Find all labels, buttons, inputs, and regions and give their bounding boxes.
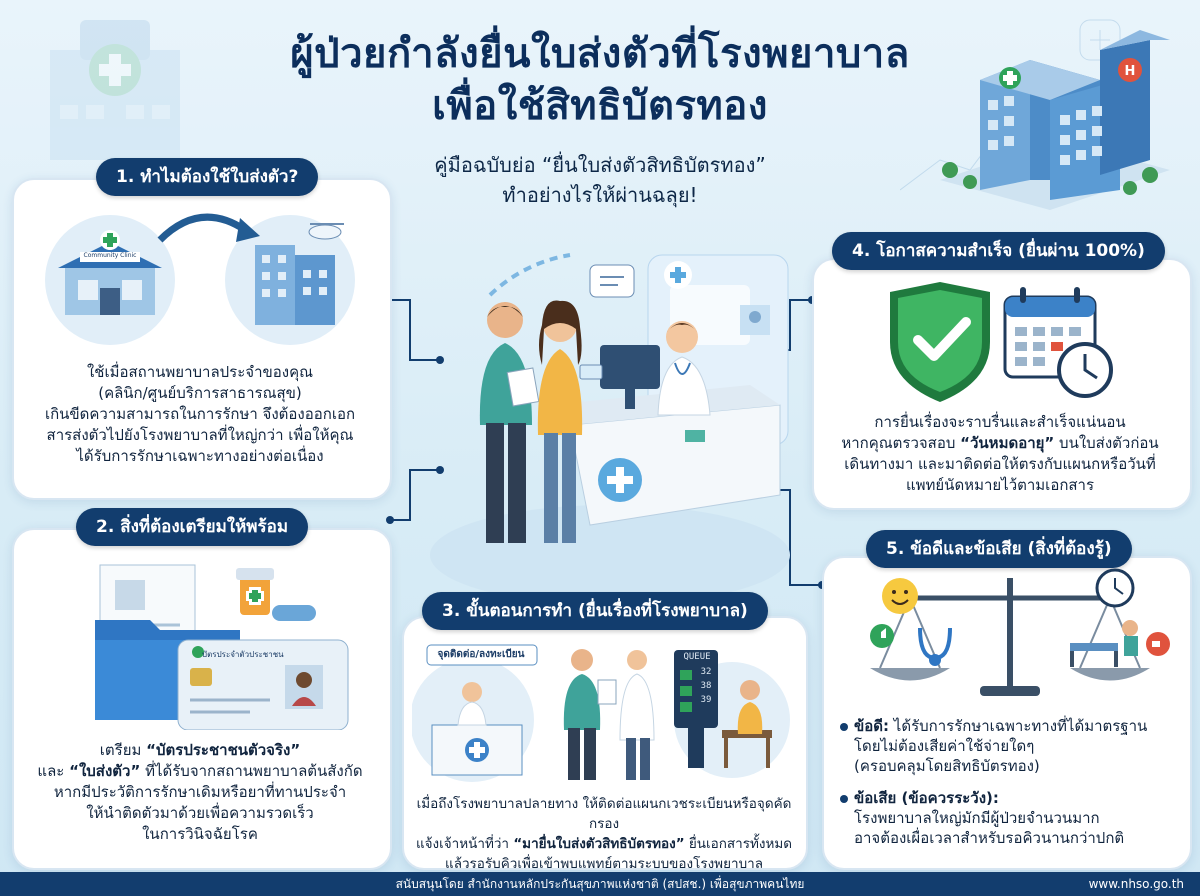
counter-sign: จุดติดต่อ/ลงทะเบียน [437,649,525,660]
section-4-body: การยื่นเรื่องจะราบรื่นและสำเร็จแน่นอน หา… [822,412,1178,496]
section-1-line-2: (คลินิก/ศูนย์บริการสาธารณสุข) [98,384,302,402]
section-4-card [812,258,1192,510]
section-4-line-2: หากคุณตรวจสอบ “วันหมดอายุ” บนใบส่งตัวก่อ… [822,433,1178,454]
queue-number-3: 39 [700,695,712,705]
subtitle-line-2: ทำอย่างไรให้ผ่านฉลุย! [502,183,698,207]
queue-number-2: 38 [700,681,712,691]
section-2-line-2-post: ที่ได้รับจากสถานพยาบาลต้นสังกัด [140,762,363,780]
section-2-line-2: และ “ใบส่งตัว” ที่ได้รับจากสถานพยาบาลต้น… [22,761,378,782]
section-3-body: เมื่อถึงโรงพยาบาลปลายทาง ให้ติดต่อแผนกเว… [412,794,796,874]
expiry-date-emphasis: “วันหมดอายุ” [960,434,1055,452]
pro-line-2: โดยไม่ต้องเสียค่าใช้จ่ายใดๆ [854,737,1035,755]
section-2-line-5: ในการวินิจฉัยโรค [142,825,258,843]
section-2-line-4: ให้นำติดตัวมาด้วยเพื่อความรวดเร็ว [86,804,314,822]
pro-bullet [840,723,848,731]
footer-bar: สนับสนุนโดย สำนักงานหลักประกันสุขภาพแห่ง… [0,872,1200,896]
section-1-line-4: สารส่งตัวไปยังโรงพยาบาลที่ใหญ่กว่า เพื่อ… [46,426,354,444]
con-label: ข้อเสีย (ข้อควรระวัง): [854,789,999,807]
pro-line-3: (ครอบคลุมโดยสิทธิบัตรทอง) [854,757,1040,775]
section-3-heading: 3. ขั้นตอนการทำ (ยื่นเรื่องที่โรงพยาบาล) [422,592,768,630]
main-title: ผู้ป่วยกำลังยื่นใบส่งตัวที่โรงพยาบาล เพื… [200,28,1000,132]
pro-text: ข้อดี: ได้รับการรักษาเฉพาะทางที่ได้มาตรฐ… [854,716,1180,776]
footer-credit: สนับสนุนโดย สำนักงานหลักประกันสุขภาพแห่ง… [395,877,805,891]
queue-title: QUEUE [683,652,711,662]
section-2-line-2-pre: และ [37,762,70,780]
subtitle-line-1: คู่มือฉบับย่อ “ยื่นใบส่งตัวสิทธิบัตรทอง” [434,153,766,177]
section-3-line-1: เมื่อถึงโรงพยาบาลปลายทาง ให้ติดต่อแผนกเว… [416,796,792,832]
section-3-line-2: แจ้งเจ้าหน้าที่ว่า “มายื่นใบส่งตัวสิทธิบ… [412,834,796,854]
section-1-body: ใช้เมื่อสถานพยาบาลประจำของคุณ (คลินิก/ศู… [22,362,378,467]
con-line-2: อาจต้องเผื่อเวลาสำหรับรอคิวนานกว่าปกติ [854,829,1125,847]
section-2-line-1: เตรียม “บัตรประชาชนตัวจริง” [22,740,378,761]
section-1-line-1: ใช้เมื่อสถานพยาบาลประจำของคุณ [86,363,314,381]
section-3-line-2-post: ยื่นเอกสารทั้งหมด [684,836,793,852]
background-hospital-left-decoration [50,20,180,160]
section-1-heading: 1. ทำไมต้องใช้ใบส่งตัว? [96,158,319,196]
section-5-heading: 5. ข้อดีและข้อเสีย (สิ่งที่ต้องรู้) [866,530,1132,568]
pro-line-1: ได้รับการรักษาเฉพาะทางที่ได้มาตรฐาน [893,717,1148,735]
svg-text:H: H [1125,64,1136,79]
section-2-heading: 2. สิ่งที่ต้องเตรียมให้พร้อม [76,508,309,546]
con-bullet [840,795,848,803]
section-2-line-3: หากมีประวัติการรักษาเดิมหรือยาที่ทานประจ… [53,783,347,801]
section-1-line-3: เกินขีดความสามารถในการรักษา จึงต้องออกเอ… [44,405,356,423]
section-4-line-2-post: บนใบส่งตัวก่อน [1054,434,1159,452]
section-2-line-1-pre: เตรียม [99,741,147,759]
pro-label: ข้อดี: [854,717,890,735]
title-line-2: เพื่อใช้สิทธิบัตรทอง [432,83,768,129]
section-4-line-2-pre: หากคุณตรวจสอบ [841,434,961,452]
reception-desk-illustration [430,253,790,605]
clinic-sign: Community Clinic [83,252,137,259]
section-3-line-3: แล้วรอรับคิวเพื่อเข้าพบแพทย์ตามระบบของโร… [445,856,763,872]
section-1-line-5: ได้รับการรักษาเฉพาะทางอย่างต่อเนื่อง [76,447,324,465]
subtitle: คู่มือฉบับย่อ “ยื่นใบส่งตัวสิทธิบัตรทอง”… [360,150,840,210]
referral-emphasis: “ใบส่งตัว” [69,762,141,780]
section-4-heading: 4. โอกาสความสำเร็จ (ยื่นผ่าน 100%) [832,232,1165,270]
con-text: ข้อเสีย (ข้อควรระวัง): โรงพยาบาลใหญ่มักม… [854,788,1180,848]
title-line-1: ผู้ป่วยกำลังยื่นใบส่งตัวที่โรงพยาบาล [290,31,910,77]
section-3-line-2-pre: แจ้งเจ้าหน้าที่ว่า [415,836,514,852]
queue-number-1: 32 [700,667,712,677]
con-line-1: โรงพยาบาลใหญ่มักมีผู้ป่วยจำนวนมาก [854,809,1100,827]
section-4-line-3: เดินทางมา และมาติดต่อให้ตรงกับแผนกหรือวั… [844,455,1156,473]
gold-card-phrase-emphasis: “มายื่นใบส่งตัวสิทธิบัตรทอง” [513,836,685,852]
section-4-line-4: แพทย์นัดหมายไว้ตามเอกสาร [905,476,1095,494]
id-card-emphasis: “บัตรประชาชนตัวจริง” [146,741,301,759]
footer-url[interactable]: www.nhso.go.th [1088,877,1184,891]
id-card-label: บัตรประจำตัวประชาชน [202,650,284,659]
section-2-body: เตรียม “บัตรประชาชนตัวจริง” และ “ใบส่งตั… [22,740,378,845]
queue-display: QUEUE 32 38 39 [675,652,719,705]
section-4-line-1: การยื่นเรื่องจะราบรื่นและสำเร็จแน่นอน [874,413,1126,431]
